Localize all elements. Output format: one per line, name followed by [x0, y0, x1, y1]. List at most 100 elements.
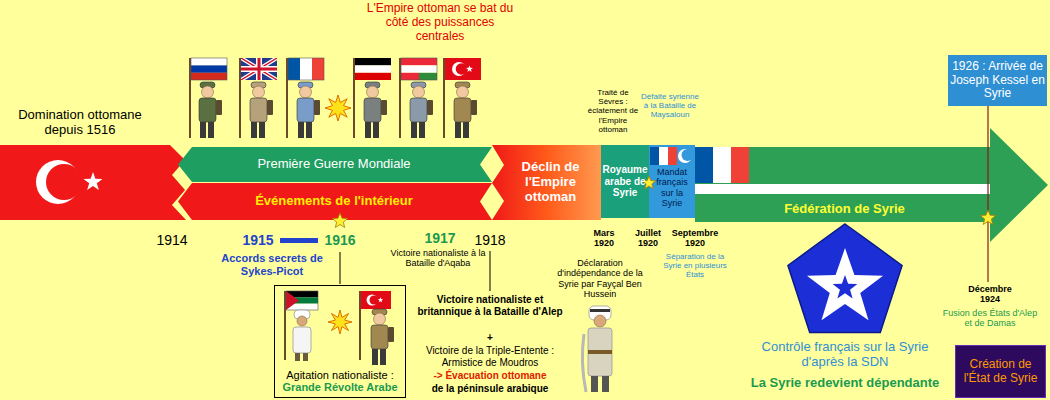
- alliance-note: L'Empire ottoman se bat du côté des puis…: [365, 2, 515, 43]
- revolt-box: Agitation nationaliste :Grande Révolte A…: [274, 285, 406, 398]
- event-star: [642, 176, 655, 189]
- ottoman-band-shape: [83, 172, 102, 190]
- british-soldier: [241, 58, 277, 80]
- british-soldier: [241, 58, 277, 80]
- arab-revolt-scene: [361, 291, 391, 309]
- arab-revolt-scene: [370, 296, 379, 305]
- arab-revolt-scene: [297, 316, 307, 326]
- event-label: Séparation de la Syrie en plusieurs État…: [657, 252, 733, 280]
- mandate-box-shape: [659, 147, 668, 165]
- mandate-box-shape: [682, 149, 694, 161]
- node-text: 1926 : Arrivée de Joseph Kessel en Syrie: [950, 60, 1045, 101]
- british-soldier: [250, 82, 273, 138]
- french-soldier: [287, 58, 324, 138]
- austrian-soldier: [401, 65, 419, 72]
- faisal-figure: [602, 376, 609, 392]
- interior-band-shape: [178, 183, 492, 220]
- french-soldier: [297, 82, 320, 138]
- arab-revolt-scene: [293, 327, 311, 353]
- federation-arrow-shape: [695, 184, 990, 194]
- ottoman-band-shape: [0, 145, 186, 220]
- faisal-figure: [582, 306, 612, 392]
- federation-emblem: [788, 224, 902, 333]
- event-label: Accords secrets de Sykes-Picot: [217, 252, 327, 277]
- german-soldier: [353, 58, 355, 138]
- federation-emblem: [807, 248, 883, 320]
- node-text: Royaume arabe de Syrie: [602, 164, 648, 199]
- federation-arrow-shape: [713, 147, 731, 183]
- event-label: -> Évacuation ottomane: [410, 370, 570, 382]
- node-text: Déclin de l'Empire ottoman: [502, 160, 599, 205]
- faisal-figure: [582, 334, 586, 392]
- russian-soldier: [190, 58, 227, 138]
- arab-revolt-scene: [378, 297, 383, 302]
- federation-arrow: Fédération de Syrie: [695, 128, 1050, 242]
- arab-revolt-scene: [295, 353, 300, 361]
- date-label: Décembre 1924: [960, 284, 1020, 305]
- arab-revolt-scene: [285, 291, 394, 365]
- british-soldier: [240, 58, 277, 138]
- faisal-figure: [591, 376, 598, 392]
- arab-revolt-scene: [303, 353, 308, 361]
- russian-soldier: [191, 65, 227, 72]
- faisal-figure: [588, 328, 612, 376]
- decline-band: Déclin de l'Empire ottoman: [488, 145, 601, 220]
- status-note: La Syrie redevient dépendante: [725, 376, 965, 391]
- french-soldier: [300, 58, 312, 80]
- federation-arrow-shape: [695, 147, 713, 183]
- federation-emblem: [833, 275, 858, 299]
- federation-arrow-shape: [695, 128, 1048, 242]
- year-label: 1915: [233, 232, 283, 248]
- british-soldier: [241, 58, 277, 80]
- ottoman-soldier: [443, 58, 445, 138]
- british-soldier: [241, 58, 277, 80]
- year-label: 1914: [147, 232, 197, 248]
- year-label: 1917: [415, 230, 465, 246]
- german-soldier: [354, 58, 391, 138]
- leader-line: [987, 106, 988, 282]
- node-text: Grande Révolte Arabe: [278, 381, 402, 394]
- node-text: Première Guerre Mondiale: [178, 157, 490, 172]
- node-text: Fédération de Syrie: [695, 202, 994, 217]
- ottoman-band-shape: [0, 145, 186, 220]
- date-label: Septembre 1920: [669, 228, 721, 249]
- year-label: 1916: [315, 232, 365, 248]
- mandate-box-shape: [650, 147, 659, 165]
- german-soldier: [364, 82, 387, 138]
- kessel-box: 1926 : Arrivée de Joseph Kessel en Syrie: [948, 55, 1047, 106]
- node-text: Domination ottomane depuis 1516: [0, 108, 160, 138]
- arab-revolt-scene: [286, 291, 318, 310]
- german-soldier: [355, 65, 391, 72]
- event-label: Défaite syrienne à la Bataille de Maysal…: [641, 92, 699, 120]
- decline-band-shape: [492, 145, 601, 220]
- state-box: Création de l'État de Syrie: [955, 345, 1046, 398]
- austrian-soldier: [419, 58, 437, 65]
- austrian-soldier: [419, 65, 437, 72]
- arab-revolt-scene: [328, 310, 352, 334]
- mandate-box-shape: [668, 147, 677, 165]
- period-bar: [280, 238, 318, 243]
- french-soldier: [312, 58, 324, 80]
- austrian-soldier: [401, 73, 419, 80]
- arab-revolt-scene: [367, 295, 378, 306]
- event-label: Traité de Sèvres : éclatement de l'Empir…: [585, 88, 641, 134]
- russian-soldier: [191, 73, 227, 80]
- war-band-shape: [178, 147, 492, 182]
- event-label: Fusion des États d'Alep et de Damas: [942, 308, 1038, 329]
- austrian-soldier: [401, 58, 419, 65]
- russian-soldier: [191, 58, 227, 80]
- ottoman-band: Domination ottomane depuis 1516: [0, 145, 186, 220]
- event-star: [332, 213, 347, 227]
- event-label: Victoire de la Triple-Entente : Armistic…: [410, 345, 570, 368]
- event-label: Victoire nationaliste et britannique à l…: [415, 294, 565, 317]
- faisal-figure: [588, 350, 612, 354]
- ottoman-soldier: [466, 65, 473, 72]
- french-soldier: [288, 58, 300, 80]
- event-star: [980, 210, 995, 224]
- event-label: Victoire nationaliste à la Bataille d'Aq…: [388, 248, 488, 269]
- french-soldier: [288, 58, 324, 80]
- austrian-soldier: [410, 82, 433, 138]
- ottoman-soldier: [454, 82, 477, 138]
- faisal-figure: [590, 309, 610, 312]
- arab-revolt-scene: [286, 291, 299, 310]
